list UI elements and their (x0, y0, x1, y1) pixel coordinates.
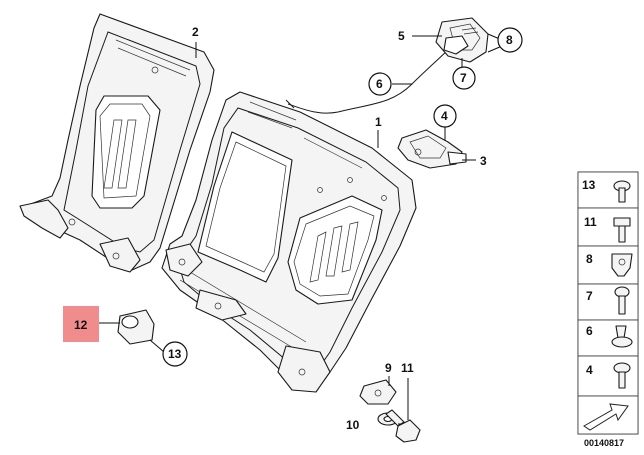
hex-bolt (385, 409, 421, 443)
fastener-legend: 13 11 8 7 (577, 171, 639, 448)
hinge-bracket (359, 379, 397, 405)
seat-latch (397, 129, 467, 169)
callout-2: 2 (192, 25, 199, 39)
release-cable (287, 45, 453, 114)
svg-text:4: 4 (586, 363, 593, 377)
svg-text:11: 11 (401, 361, 414, 375)
svg-text:11: 11 (584, 215, 597, 229)
torx-bolt-icon (613, 180, 631, 203)
callout-11: 11 (401, 361, 414, 375)
svg-text:6: 6 (586, 324, 593, 338)
callout-5: 5 (398, 29, 405, 43)
svg-text:8: 8 (506, 33, 513, 47)
legend-row-11: 11 (584, 215, 631, 243)
hex-bolt-icon (613, 217, 631, 243)
release-handle-housing (435, 17, 489, 63)
direction-arrow-icon (583, 403, 629, 431)
svg-text:9: 9 (385, 361, 392, 375)
svg-text:7: 7 (586, 289, 593, 303)
seat-back-frame-main (161, 91, 417, 393)
legend-row-8: 8 (586, 252, 633, 277)
callout-7: 7 (452, 66, 476, 90)
svg-text:13: 13 (582, 178, 596, 192)
legend-row-13: 13 (582, 178, 631, 203)
screw-icon (614, 286, 630, 315)
callout-13: 13 (162, 341, 188, 367)
expanding-rivet-icon (611, 325, 633, 348)
spacer-bracket (117, 309, 155, 345)
callout-6: 6 (368, 72, 392, 96)
svg-text:10: 10 (346, 418, 360, 432)
legend-row-7: 7 (586, 286, 630, 315)
svg-text:5: 5 (398, 29, 405, 43)
callout-8: 8 (497, 27, 523, 53)
svg-text:13: 13 (168, 347, 182, 361)
svg-text:6: 6 (376, 77, 383, 91)
callout-10: 10 (346, 418, 360, 432)
svg-text:2: 2 (192, 25, 199, 39)
flat-screw-icon (613, 362, 631, 389)
seat-back-frame-left (19, 13, 215, 273)
svg-text:7: 7 (460, 71, 467, 85)
callout-4: 4 (433, 104, 457, 128)
legend-row-6: 6 (586, 324, 633, 348)
legend-row-4: 4 (586, 362, 631, 389)
svg-text:3: 3 (480, 154, 487, 168)
svg-text:4: 4 (441, 109, 448, 123)
callout-1: 1 (375, 115, 382, 129)
clip-nut-icon (611, 253, 633, 277)
svg-text:12: 12 (74, 318, 88, 332)
callout-3: 3 (480, 154, 487, 168)
svg-text:1: 1 (375, 115, 382, 129)
document-number: 00140817 (584, 438, 624, 448)
leader-lines (98, 33, 503, 425)
svg-text:8: 8 (586, 252, 593, 266)
callout-12-highlighted: 12 (63, 306, 99, 342)
callout-9: 9 (385, 361, 392, 375)
